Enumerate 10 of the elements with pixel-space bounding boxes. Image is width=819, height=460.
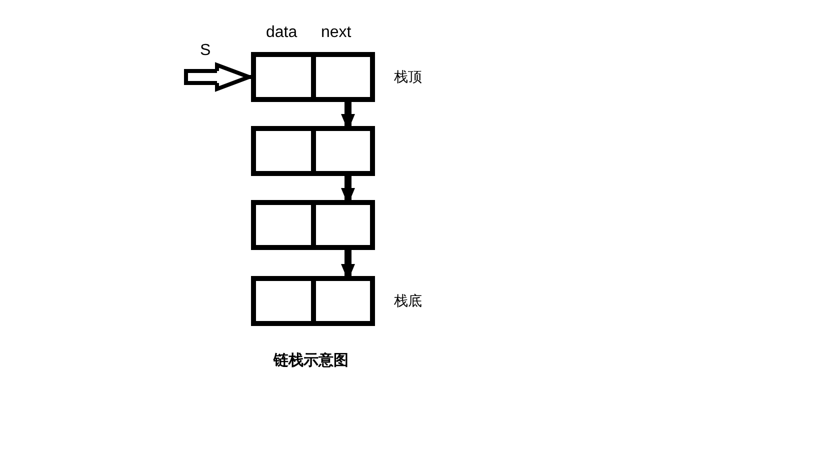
stack-position-note: 栈底 <box>394 292 422 310</box>
stack-position-note: 栈顶 <box>394 68 422 86</box>
linked-list-node <box>251 52 375 102</box>
linked-list-node <box>251 276 375 326</box>
linked-list-node <box>251 200 375 250</box>
field-header: data <box>266 23 298 42</box>
diagram-caption: 链栈示意图 <box>274 351 348 370</box>
linked-list-node <box>251 126 375 176</box>
field-header: next <box>321 23 352 42</box>
hollow-arrow <box>184 63 253 91</box>
